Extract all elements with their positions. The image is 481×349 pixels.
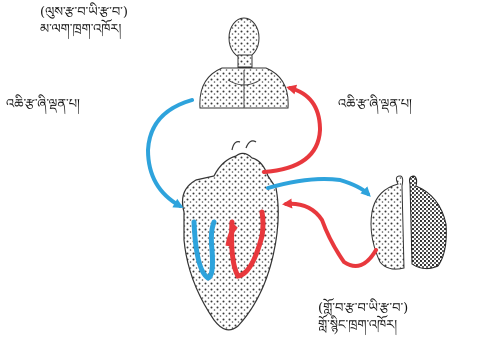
vein-return-label: འཆི་རྩ་ཞི་ལྡན་པ། bbox=[6, 96, 80, 113]
pulmonary-vein-arrow bbox=[286, 204, 376, 266]
upper-body-circulation-label: (ལུས་རྩ་བ་ཡི་རྩ་བ་) མ་ལག་ཁྲག་འཁོར། bbox=[40, 4, 128, 38]
human-torso-icon bbox=[200, 18, 288, 108]
upper-body-label-line2: མ་ལག་ཁྲག་འཁོར། bbox=[40, 21, 128, 38]
lung-label-line1: (གློ་བ་རྩ་བ་ཡི་རྩ་བ་) bbox=[318, 300, 408, 317]
pulmonary-artery-arrow bbox=[268, 179, 368, 194]
lung-label-line2: གློ་སྙིང་ཁྲག་འཁོར། bbox=[318, 317, 408, 334]
artery-out-label: འཆི་རྩ་ཞི་ལྡན་པ། bbox=[338, 96, 412, 113]
lungs-icon bbox=[371, 176, 446, 269]
upper-body-label-line1: (ལུས་རྩ་བ་ཡི་རྩ་བ་) bbox=[40, 4, 128, 21]
lung-circulation-label: (གློ་བ་རྩ་བ་ཡི་རྩ་བ་) གློ་སྙིང་ཁྲག་འཁོར། bbox=[318, 300, 408, 334]
heart-icon bbox=[183, 141, 279, 330]
